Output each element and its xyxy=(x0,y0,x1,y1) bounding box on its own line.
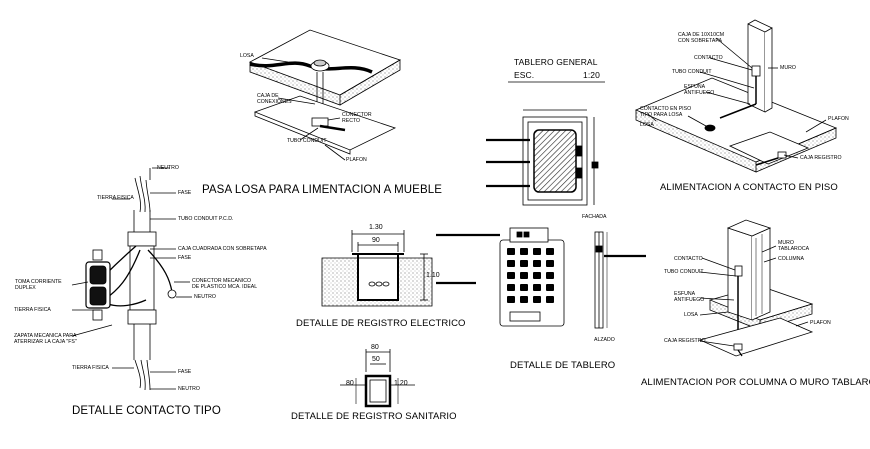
keypad-key xyxy=(533,272,541,279)
label-caja-registro-columna: CAJA REGISTRO xyxy=(664,338,706,344)
label-neutro-mid: NEUTRO xyxy=(194,294,216,300)
keypad-key xyxy=(507,284,515,291)
label-tubo-conduit-columna: TUBO CONDUIT xyxy=(664,269,704,275)
label-plafon: PLAFON xyxy=(346,157,367,163)
title-pasa-losa: PASA LOSA PARA LIMENTACION A MUEBLE xyxy=(202,184,442,196)
keypad-key xyxy=(533,248,541,255)
keypad-key xyxy=(520,284,528,291)
keypad-key xyxy=(507,272,515,279)
dim-inner: 90 xyxy=(372,237,380,244)
dim-height: 1.10 xyxy=(426,272,440,279)
keypad-key xyxy=(546,260,554,267)
keypad-key xyxy=(520,248,528,255)
label-zapata-mecanica: ZAPATA MECANICA PARA ATERRIZAR LA CAJA "… xyxy=(14,333,77,345)
label-alzado: ALZADO xyxy=(594,337,615,343)
tablero-header: TABLERO GENERAL xyxy=(514,57,598,67)
label-losa: LOSA xyxy=(240,53,254,59)
label-muro-tablaroca: MURO TABLAROCA xyxy=(778,240,810,252)
label-plafon-piso: PLAFON xyxy=(828,116,849,122)
label-contacto-columna: CONTACTO xyxy=(674,256,703,262)
tablero-scale-label: ESC. xyxy=(514,70,535,80)
title-registro-electrico: DETALLE DE REGISTRO ELECTRICO xyxy=(296,318,466,329)
keypad-key xyxy=(546,296,554,303)
label-losa-columna: LOSA xyxy=(684,312,698,318)
tablero-fachada xyxy=(486,81,605,206)
label-conector-mecanico: CONECTOR MECANICO DE PLASTICO MCA. IDEAL xyxy=(192,278,258,290)
dim-left: 80 xyxy=(346,380,354,387)
label-esfuna-columna: ESFUNA ANTIFUEGO xyxy=(674,291,705,303)
contacto-tipo-detail xyxy=(71,167,192,391)
label-tubo-conduit-piso: TUBO CONDUIT xyxy=(672,69,712,75)
label-tierra-fisica-bot: TIERRA FISICA xyxy=(72,365,109,371)
label-fachada: FACHADA xyxy=(582,214,607,220)
keypad-key xyxy=(507,296,515,303)
label-caja-10x10: CAJA DE 10X10cm CON SOBRETAPA xyxy=(678,32,725,44)
label-fase-mid: FASE xyxy=(178,255,192,261)
label-contacto-piso-1: CONTACTO xyxy=(694,55,723,61)
label-muro: MURO xyxy=(780,65,796,71)
label-plafon-columna: PLAFON xyxy=(810,320,831,326)
keypad-key xyxy=(520,260,528,267)
label-columna: COLUMNA xyxy=(778,256,804,262)
dim-right: 1.20 xyxy=(394,380,408,387)
label-fase-bot: FASE xyxy=(178,369,192,375)
title-columna: ALIMENTACION POR COLUMNA O MURO TABLAROC… xyxy=(641,377,870,388)
label-caja-conexiones: CAJA DE CONEXIONES xyxy=(257,93,292,105)
keypad-key xyxy=(546,284,554,291)
label-caja-cuadrada: CAJA CUADRADA CON SOBRETAPA xyxy=(178,246,267,252)
keypad-key xyxy=(533,296,541,303)
columna-detail xyxy=(698,219,814,357)
label-esfuna-piso: ESFUNA ANTIFUEGO xyxy=(684,84,715,96)
registro-electrico-detail xyxy=(321,230,433,307)
label-contacto-en-piso: CONTACTO EN PISO TIPO PARA LOSA xyxy=(640,106,692,118)
label-tierra-fisica-mid: TIERRA FISICA xyxy=(14,307,51,313)
title-contacto-tipo: DETALLE CONTACTO TIPO xyxy=(72,405,221,417)
registro-sanitario-detail xyxy=(340,349,415,408)
title-tablero: DETALLE DE TABLERO xyxy=(510,360,616,371)
title-contacto-piso: ALIMENTACION A CONTACTO EN PISO xyxy=(660,182,838,193)
title-registro-sanitario: DETALLE DE REGISTRO SANITARIO xyxy=(291,411,457,422)
label-tubo-pcd: TUBO CONDUIT P.C.D. xyxy=(178,216,234,222)
label-neutro-top: NEUTRO xyxy=(157,165,179,171)
label-conector-recto: CONECTOR RECTO xyxy=(342,112,372,124)
label-losa-piso: LOSA xyxy=(640,122,654,128)
label-caja-registro-piso: CAJA REGISTRO xyxy=(800,155,842,161)
keypad-key xyxy=(546,272,554,279)
keypad-key xyxy=(507,260,515,267)
dim-top: 80 xyxy=(371,344,379,351)
contacto-piso-detail xyxy=(634,19,838,173)
label-neutro-bot: NEUTRO xyxy=(178,386,200,392)
keypad-key xyxy=(533,284,541,291)
tablero-scale-value: 1:20 xyxy=(583,70,600,80)
keypad-key xyxy=(507,248,515,255)
pasa-losa-detail xyxy=(249,29,401,161)
keypad-key xyxy=(533,260,541,267)
tablero-keypad xyxy=(436,227,646,329)
keypad-key xyxy=(520,296,528,303)
label-tierra-fisica-top: TIERRA FISICA xyxy=(97,195,134,201)
dim-outer: 1.30 xyxy=(369,224,383,231)
label-tubo-conduit: TUBO CONDUIT xyxy=(287,138,327,144)
label-toma-corriente: TOMA CORRIENTE DUPLEX xyxy=(15,279,62,291)
dim-inner-sanitario: 50 xyxy=(372,356,380,363)
keypad-key xyxy=(520,272,528,279)
keypad-key xyxy=(546,248,554,255)
label-fase-top: FASE xyxy=(178,190,192,196)
